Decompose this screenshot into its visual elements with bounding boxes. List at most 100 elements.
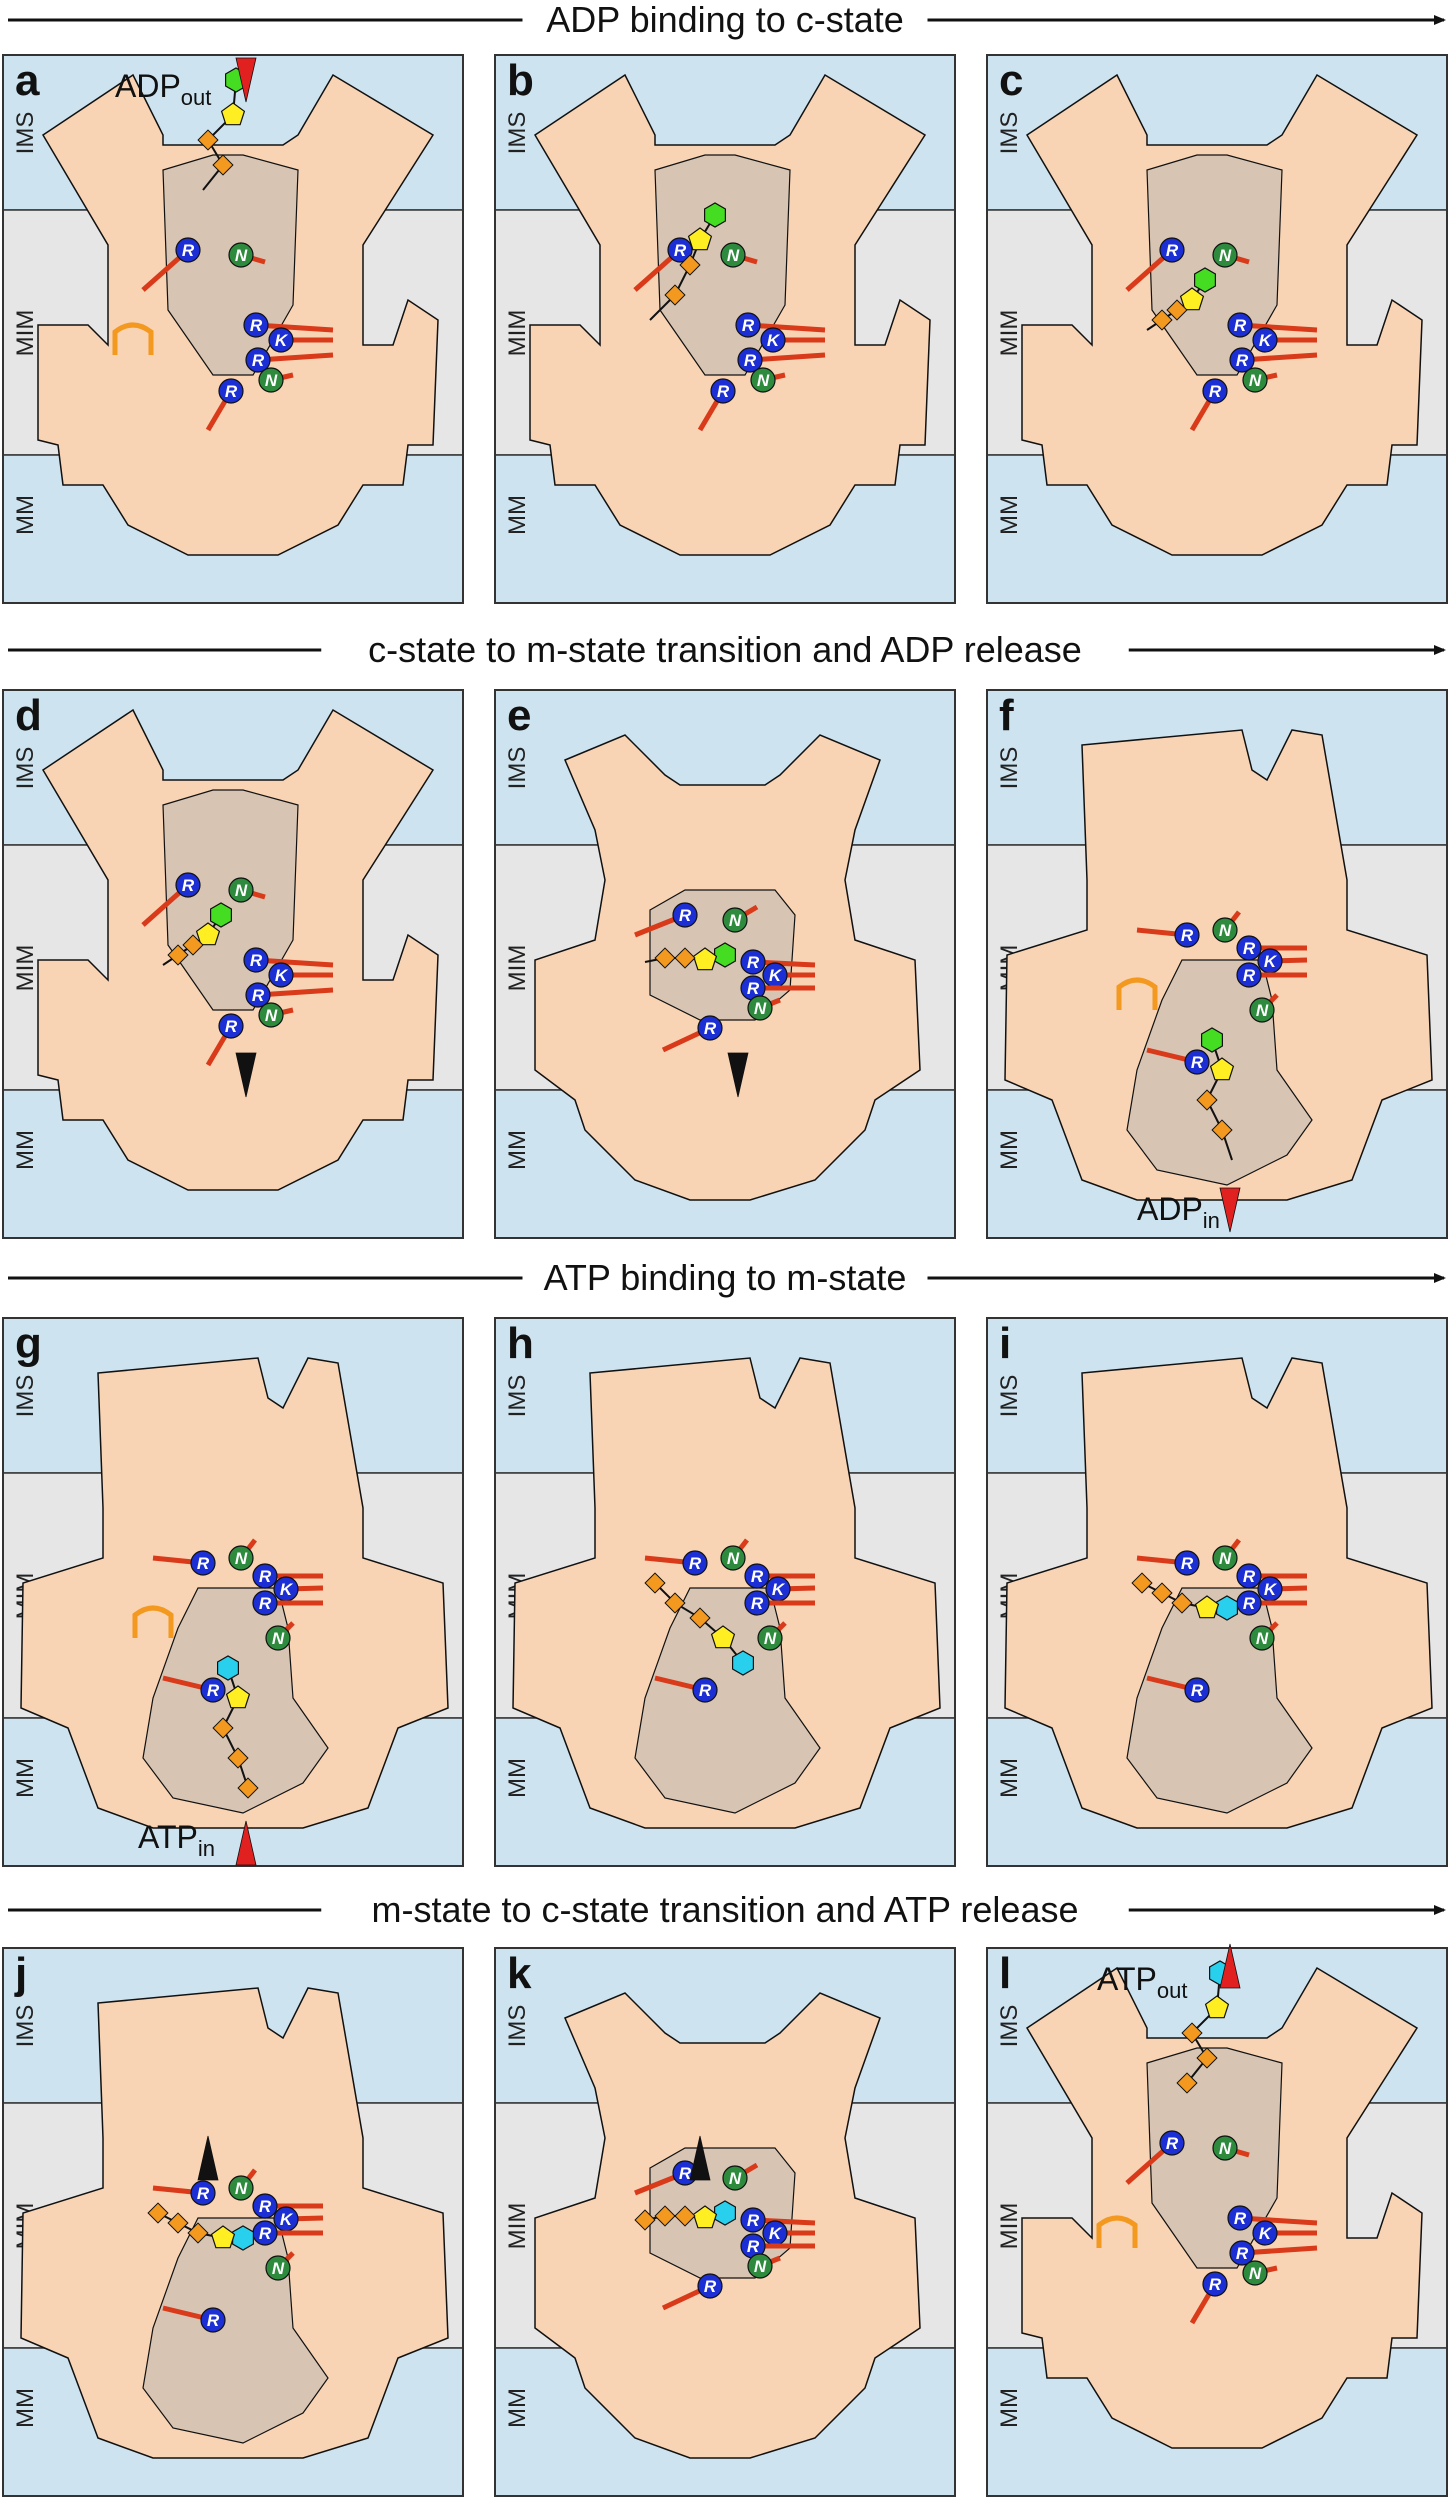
atp-molecule <box>644 1572 754 1676</box>
residue-label: R <box>197 2184 210 2203</box>
membrane-label-mm: MM <box>504 1130 531 1170</box>
residue-label: N <box>1219 921 1232 940</box>
atp-molecule <box>212 1655 259 1799</box>
transport-direction-triangle <box>235 1820 257 1866</box>
panel-frame <box>2 54 464 604</box>
residue-arg <box>710 378 736 404</box>
residue-label: R <box>747 2237 760 2256</box>
cardiolipin-motif <box>112 322 154 355</box>
conformation-arrow-triangle <box>197 2135 219 2181</box>
membrane-label-mim: MIM <box>504 2203 531 2250</box>
ligand-label-sub: in <box>198 1836 215 1861</box>
residue-arg <box>740 2207 766 2233</box>
residue-arg <box>1229 2240 1255 2266</box>
panel-frame <box>2 689 464 1239</box>
residue-asn <box>747 995 773 1021</box>
membrane-label-mm: MM <box>996 1130 1023 1170</box>
residue-label: N <box>1249 2264 1262 2283</box>
residue-lys <box>268 962 294 988</box>
residue-label: N <box>729 2169 742 2188</box>
residue-label: R <box>751 1567 764 1586</box>
panel-letter: a <box>15 56 40 105</box>
residue-arg <box>252 1590 278 1616</box>
atp-molecule <box>147 2202 254 2251</box>
residue-arg <box>1236 962 1262 988</box>
adenine-ring <box>1201 1027 1223 1053</box>
ribose-ring <box>210 2225 236 2249</box>
ligand-label-sub: in <box>1203 1208 1220 1233</box>
transport-direction-triangle <box>235 57 257 103</box>
phosphate-group <box>147 2202 169 2224</box>
residue-label: R <box>252 986 265 1005</box>
adp-molecule <box>644 942 736 971</box>
membrane-label-mm: MM <box>12 495 39 535</box>
residue-arg <box>692 1677 718 1703</box>
adp-molecule <box>1146 267 1216 331</box>
membrane-label-ims: IMS <box>996 112 1023 155</box>
panel-letter: b <box>507 56 534 105</box>
residue-label: R <box>704 1019 717 1038</box>
residue-asn <box>1242 2260 1268 2286</box>
step-header-text: ADP binding to c-state <box>546 0 904 40</box>
ribose-ring <box>195 922 221 946</box>
ligand-label: ADPin <box>1137 1191 1220 1233</box>
residue-label: R <box>259 1567 272 1586</box>
residue-label: N <box>727 246 740 265</box>
residue-asn <box>265 1625 291 1651</box>
residue-label: K <box>275 966 289 985</box>
residue-label: N <box>754 999 767 1018</box>
residue-arg <box>175 872 201 898</box>
residue-arg <box>1236 935 1262 961</box>
membrane-label-mm: MM <box>996 495 1023 535</box>
residue-label: R <box>1234 316 1247 335</box>
residue-label: R <box>704 2277 717 2296</box>
residue-asn <box>720 242 746 268</box>
residue-arg <box>218 378 244 404</box>
phosphate-group <box>212 1717 234 1739</box>
panel-frame <box>494 689 956 1239</box>
residue-arg <box>1236 1563 1262 1589</box>
residue-label: R <box>679 2164 692 2183</box>
residue-label: R <box>1166 2134 1179 2153</box>
residue-label: R <box>1236 351 1249 370</box>
membrane-label-mim: MIM <box>12 310 39 357</box>
phosphate-group <box>1131 1572 1153 1594</box>
ribose-ring <box>1179 287 1205 311</box>
residue-label: R <box>259 2224 272 2243</box>
phosphate-group <box>1171 1592 1193 1614</box>
conformation-arrow-triangle <box>689 2135 711 2181</box>
residue-arg <box>243 947 269 973</box>
adp-molecule <box>162 902 232 966</box>
residue-asn <box>228 1545 254 1571</box>
phosphate-group <box>664 1592 686 1614</box>
phosphate-group <box>664 284 686 306</box>
residue-asn <box>722 2165 748 2191</box>
residue-arg <box>175 237 201 263</box>
residue-arg <box>744 1563 770 1589</box>
step-header: m-state to c-state transition and ATP re… <box>8 1889 1446 1930</box>
ribose-ring <box>1194 1595 1220 1619</box>
phosphate-group <box>167 944 189 966</box>
ligand-label: ATPout <box>1097 1961 1187 2003</box>
panel-letter: j <box>14 1949 27 1998</box>
residue-label: R <box>1243 1567 1256 1586</box>
membrane-label-ims: IMS <box>12 112 39 155</box>
residue-label: R <box>1209 382 1222 401</box>
adenine-ring <box>210 902 232 928</box>
membrane-label-mim: MIM <box>996 2203 1023 2250</box>
transport-direction-triangle <box>1219 1943 1241 1989</box>
residue-arg <box>245 347 271 373</box>
phosphate-group <box>654 947 676 969</box>
residue-label: R <box>182 876 195 895</box>
residue-label: R <box>747 979 760 998</box>
residue-label: K <box>275 331 289 350</box>
panel-letter: k <box>507 1949 532 1998</box>
membrane-label-ims: IMS <box>12 2005 39 2048</box>
panel-letter: f <box>999 691 1014 740</box>
panel-frame <box>494 54 956 604</box>
residue-label: R <box>1191 1681 1204 1700</box>
residue-label: N <box>757 371 770 390</box>
